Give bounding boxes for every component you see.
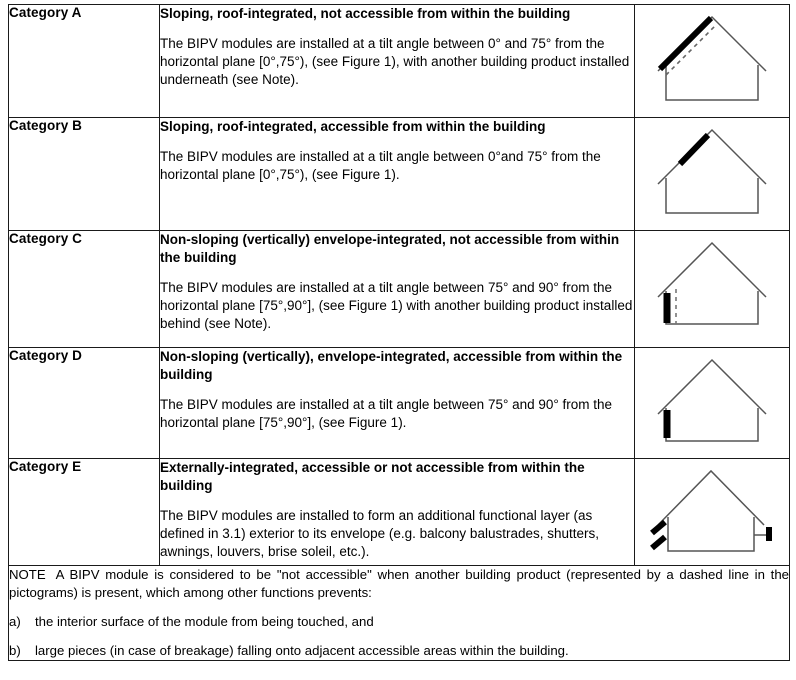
description-body: The BIPV modules are installed at a tilt… xyxy=(160,396,613,430)
note-item-text: the interior surface of the module from … xyxy=(35,613,374,629)
house-wall-left-module-icon xyxy=(635,348,789,448)
description-cell: Non-sloping (vertically), envelope-integ… xyxy=(159,347,635,459)
category-label: Category D xyxy=(9,348,83,363)
description-title: Externally-integrated, accessible or not… xyxy=(160,460,585,493)
pictogram-cell xyxy=(634,347,790,459)
table-row: Category D Non-sloping (vertically), env… xyxy=(8,347,790,459)
table-row: Category C Non-sloping (vertically) enve… xyxy=(8,230,790,348)
table-row: Category B Sloping, roof-integrated, acc… xyxy=(8,117,790,231)
description-cell: Externally-integrated, accessible or not… xyxy=(159,458,635,566)
description-body: The BIPV modules are installed at a tilt… xyxy=(160,35,630,87)
description-title: Non-sloping (vertically) envelope-integr… xyxy=(160,232,620,265)
category-label: Category A xyxy=(9,5,82,20)
description-title: Non-sloping (vertically), envelope-integ… xyxy=(160,349,623,382)
note-item-marker: b) xyxy=(9,642,21,658)
table-row: Category E Externally-integrated, access… xyxy=(8,458,790,566)
note-paragraph-text: A BIPV module is considered to be "not a… xyxy=(9,567,789,600)
pictogram-cell xyxy=(634,230,790,348)
description-cell: Sloping, roof-integrated, accessible fro… xyxy=(159,117,635,231)
note-list-item: a) the interior surface of the module fr… xyxy=(9,613,789,631)
description-title: Sloping, roof-integrated, not accessible… xyxy=(160,6,571,21)
note-list-item: b) large pieces (in case of breakage) fa… xyxy=(9,642,789,660)
pictogram-cell xyxy=(634,117,790,231)
pictogram-cell xyxy=(634,4,790,118)
category-cell: Category C xyxy=(8,230,160,348)
category-label: Category E xyxy=(9,459,82,474)
house-roof-left-module-with-dashed-underlay-icon xyxy=(635,5,789,105)
description-body: The BIPV modules are installed to form a… xyxy=(160,507,600,559)
bipv-category-table: Category A Sloping, roof-integrated, not… xyxy=(8,4,790,661)
note-lead-label: NOTE xyxy=(9,567,46,582)
description-body: The BIPV modules are installed at a tilt… xyxy=(160,279,633,331)
category-cell: Category B xyxy=(8,117,160,231)
description-cell: Non-sloping (vertically) envelope-integr… xyxy=(159,230,635,348)
pictogram-cell xyxy=(634,458,790,566)
category-label: Category C xyxy=(9,231,83,246)
category-label: Category B xyxy=(9,118,83,133)
description-title: Sloping, roof-integrated, accessible fro… xyxy=(160,119,546,134)
note-item-text: large pieces (in case of breakage) falli… xyxy=(35,642,569,658)
house-roof-left-module-short-icon xyxy=(635,118,789,218)
note-item-marker: a) xyxy=(9,613,21,629)
description-cell: Sloping, roof-integrated, not accessible… xyxy=(159,4,635,118)
category-cell: Category E xyxy=(8,458,160,566)
description-body: The BIPV modules are installed at a tilt… xyxy=(160,148,601,182)
category-cell: Category A xyxy=(8,4,160,118)
house-external-louvers-and-balcony-icon xyxy=(635,459,789,559)
table-row: Category A Sloping, roof-integrated, not… xyxy=(8,4,790,118)
category-cell: Category D xyxy=(8,347,160,459)
house-wall-left-module-with-dashed-backing-icon xyxy=(635,231,789,331)
